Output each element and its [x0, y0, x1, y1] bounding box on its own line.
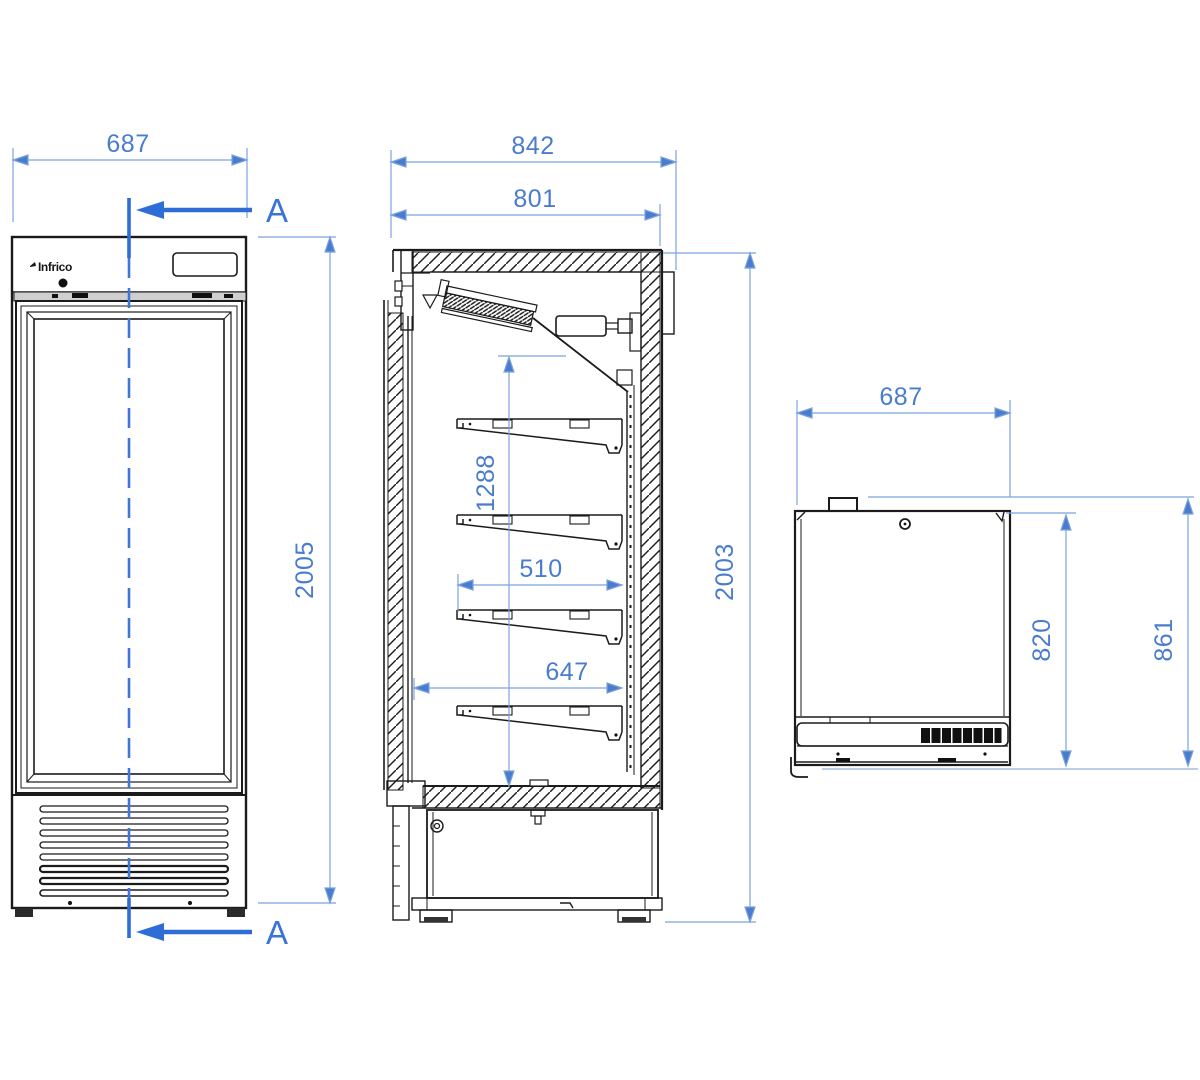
rear-view — [790, 497, 1198, 778]
section-top-wall — [392, 248, 663, 273]
dim-interior-depth-label: 647 — [545, 658, 588, 686]
front-vent-grille — [12, 794, 246, 905]
evaporator-unit — [437, 278, 629, 393]
section-glass-door — [383, 249, 439, 921]
rear-vent-grille — [921, 728, 1002, 743]
shelves — [456, 418, 623, 741]
front-door-lock — [58, 278, 68, 288]
section-label-bottom: A — [266, 914, 288, 951]
section-label-top: A — [266, 192, 288, 229]
dim-side-height-label: 2003 — [711, 543, 739, 601]
dim-rear-total-height: 861 — [1150, 498, 1194, 767]
rear-top-bracket — [661, 271, 675, 335]
side-dimensions: 842 801 1288 510 647 — [390, 132, 756, 923]
dim-depth-body: 801 — [390, 185, 661, 246]
section-rear-wall — [640, 250, 675, 810]
dim-shelf-depth: 510 — [457, 555, 623, 612]
dim-rear-body-height-label: 820 — [1028, 618, 1056, 661]
rear-screw — [899, 518, 911, 530]
side-section-view — [383, 248, 675, 923]
perforated-back-panel — [616, 369, 635, 775]
dim-rear-body-height: 820 — [1028, 514, 1072, 767]
dim-rear-width-label: 687 — [879, 383, 922, 411]
rear-dimensions: 687 820 861 — [796, 383, 1194, 767]
shelf-1 — [456, 418, 623, 454]
dim-front-width-label: 687 — [106, 130, 149, 158]
dim-rear-width: 687 — [796, 383, 1011, 505]
shelf-4 — [456, 705, 623, 741]
brand-logo: Infrico — [30, 260, 72, 274]
dim-depth-body-label: 801 — [513, 185, 556, 213]
shelf-3 — [456, 609, 623, 645]
dim-interior-depth: 647 — [413, 658, 623, 700]
dim-interior-height: 1288 — [472, 355, 566, 787]
rear-body-outline — [793, 509, 1012, 767]
air-duct-line — [532, 317, 629, 393]
dim-depth-total: 842 — [390, 132, 677, 270]
front-dimensions: 687 2005 A A — [12, 130, 336, 951]
section-line-AA: A A — [127, 192, 288, 951]
dim-front-height-label: 2005 — [291, 541, 319, 599]
section-arrow-bottom — [136, 923, 164, 941]
front-right-foot — [227, 908, 245, 917]
dim-depth-total-label: 842 — [511, 132, 554, 160]
rear-corner-notch-right — [995, 511, 1005, 523]
front-display-panel — [172, 252, 238, 277]
dim-interior-height-label: 1288 — [472, 454, 500, 512]
rear-corner-notch-left — [796, 511, 806, 521]
front-left-foot — [15, 908, 33, 917]
compressor-compartment — [411, 809, 663, 923]
brand-logo-text: Infrico — [38, 260, 72, 274]
rear-drain-hook — [790, 757, 808, 778]
fan-motor — [555, 312, 642, 352]
shelf-2 — [456, 514, 623, 550]
dim-front-width: 687 — [12, 130, 248, 222]
dim-rear-total-height-label: 861 — [1150, 618, 1178, 661]
rear-bottom-bands — [795, 716, 1010, 763]
brand-logo-icon — [30, 262, 36, 267]
rear-top-spacer — [828, 497, 858, 512]
section-floor — [412, 779, 662, 809]
dim-shelf-depth-label: 510 — [519, 555, 562, 583]
dim-front-height: 2005 — [258, 236, 336, 904]
dim-side-height: 2003 — [663, 252, 756, 923]
section-arrow-top — [136, 201, 164, 219]
